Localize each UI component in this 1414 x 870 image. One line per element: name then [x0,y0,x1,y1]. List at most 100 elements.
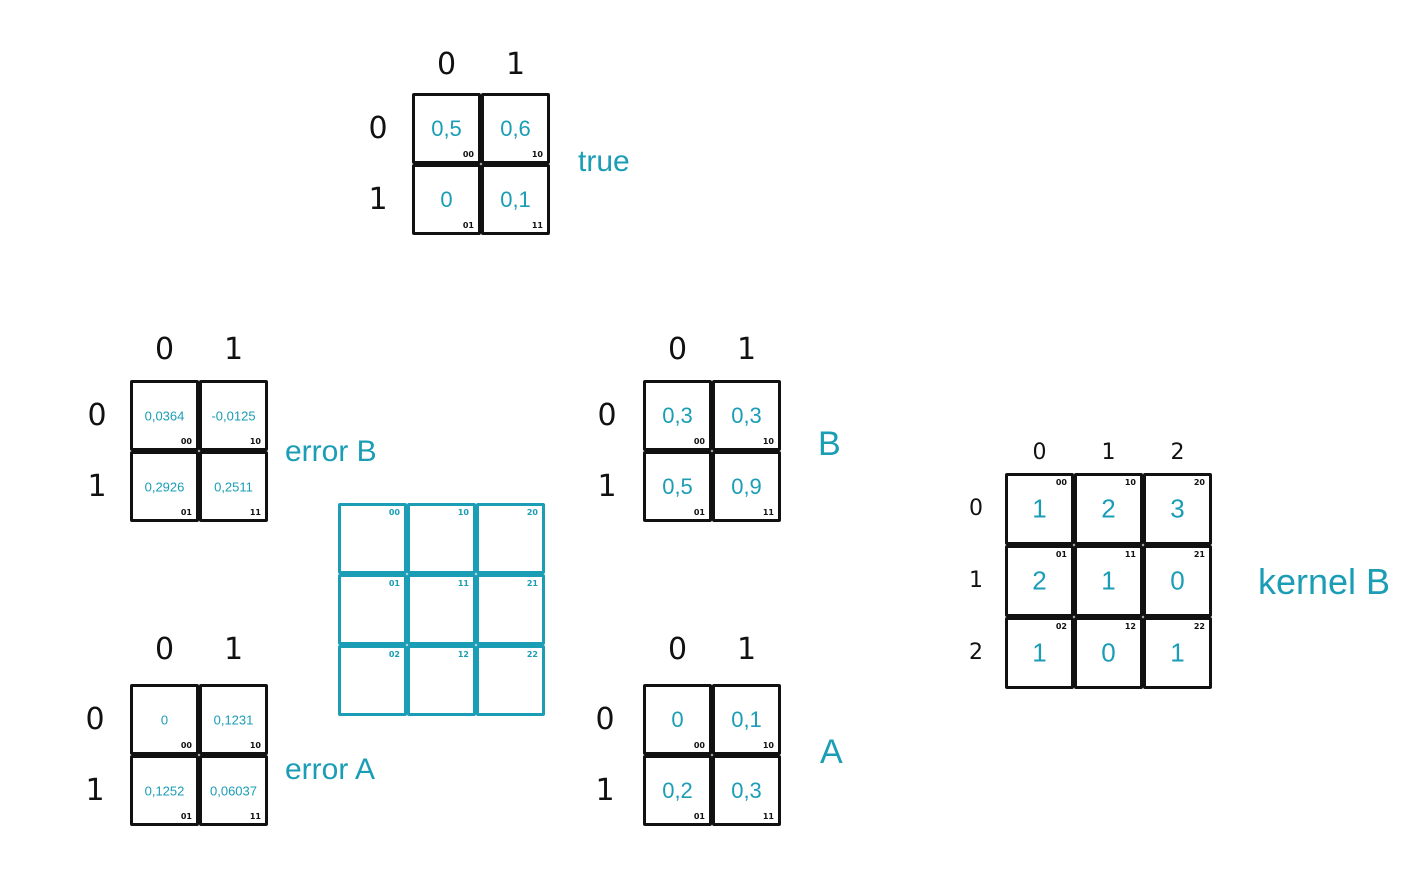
row-header: 0 [87,397,107,433]
row-header: 1 [595,772,615,808]
row-header: 0 [597,397,617,433]
cell-value: 0 [440,186,453,212]
matrix-label: kernel B [1258,561,1391,602]
cell-index: 10 [1124,478,1136,487]
cell-index: 11 [457,579,469,588]
matrix-cell: 0 12 [1074,617,1143,689]
cell-index: 00 [1055,478,1067,487]
column-header: 0 [667,632,688,667]
cell-index: 02 [388,650,400,659]
cell-value: 0,1231 [213,712,254,727]
cell-value: 0 [1101,637,1116,668]
cell-value: 0,06037 [210,783,257,798]
cell-index: 10 [249,437,261,446]
row-header: 1 [969,568,983,593]
matrix-label: B [818,425,841,463]
column-header: 1 [223,332,244,367]
cell-value: 1 [1032,637,1047,668]
cell-index: 01 [462,221,474,230]
cell-index: 01 [693,812,705,821]
cell-value: 0,1 [500,186,531,212]
cell-value: 0,3 [731,402,762,428]
cell-index: 00 [693,741,705,750]
cell-index: 11 [531,221,543,230]
cell-value: 0,2926 [144,479,185,494]
matrix-cell: 00 [338,503,407,574]
cell-value: 0,6 [500,115,531,141]
column-header: 1 [736,332,757,367]
cell-value: 0,9 [731,473,762,499]
cell-index: 01 [180,508,192,517]
row-header: 0 [595,701,615,737]
matrix-cell: 12 [407,645,476,716]
cell-index: 10 [762,437,774,446]
row-header: 0 [85,701,105,737]
cell-index: 11 [249,508,261,517]
matrix-cell: 0,2511 11 [199,451,268,522]
cell-value: 2 [1032,565,1047,596]
column-header: 2 [1170,440,1185,465]
cell-index: 21 [526,579,538,588]
matrix-cell: 01 [338,574,407,645]
row-header: 1 [87,468,107,504]
matrix-cell: 21 [476,574,545,645]
column-header: 0 [154,332,175,367]
row-header: 1 [85,772,105,808]
column-header: 0 [667,332,688,367]
cell-index: 00 [462,150,474,159]
column-header: 1 [505,47,526,82]
cell-index: 20 [1193,478,1205,487]
cell-index: 11 [762,508,774,517]
cell-index: 01 [388,579,400,588]
cell-index: 10 [457,508,469,517]
row-header: 1 [597,468,617,504]
row-header: 0 [368,110,388,146]
cell-index: 10 [762,741,774,750]
cell-index: 11 [1124,550,1136,559]
cell-value: 0 [160,712,169,727]
cell-index: 22 [526,650,538,659]
cell-value: 0,2511 [214,479,253,494]
column-header: 0 [154,632,175,667]
matrix-cell: 0 01 [412,164,481,235]
row-header: 1 [368,181,388,217]
column-header: 1 [736,632,757,667]
matrix-cell: -0,0125 10 [199,380,268,451]
cell-value: 0,5 [662,473,693,499]
matrix-label: error A [285,753,376,786]
column-header: 0 [1032,440,1047,465]
column-header: 1 [223,632,244,667]
cell-value: -0,0125 [211,408,256,423]
cell-index: 00 [180,741,192,750]
matrix-cell: 22 [476,645,545,716]
matrix-cell: 20 [476,503,545,574]
matrix-cell: 02 [338,645,407,716]
cell-value: 1 [1170,637,1185,668]
matrix-label: A [820,733,843,771]
matrix-cell: 0,2926 01 [130,451,199,522]
cell-value: 1 [1101,565,1116,596]
matrix-cell: 1 22 [1143,617,1212,689]
cell-index: 00 [693,437,705,446]
cell-index: 00 [180,437,192,446]
cell-index: 22 [1193,622,1205,631]
cell-index: 12 [1124,622,1136,631]
matrix-label: error B [285,435,377,468]
cell-value: 0,3 [731,777,762,803]
cell-value: 0 [671,706,684,732]
